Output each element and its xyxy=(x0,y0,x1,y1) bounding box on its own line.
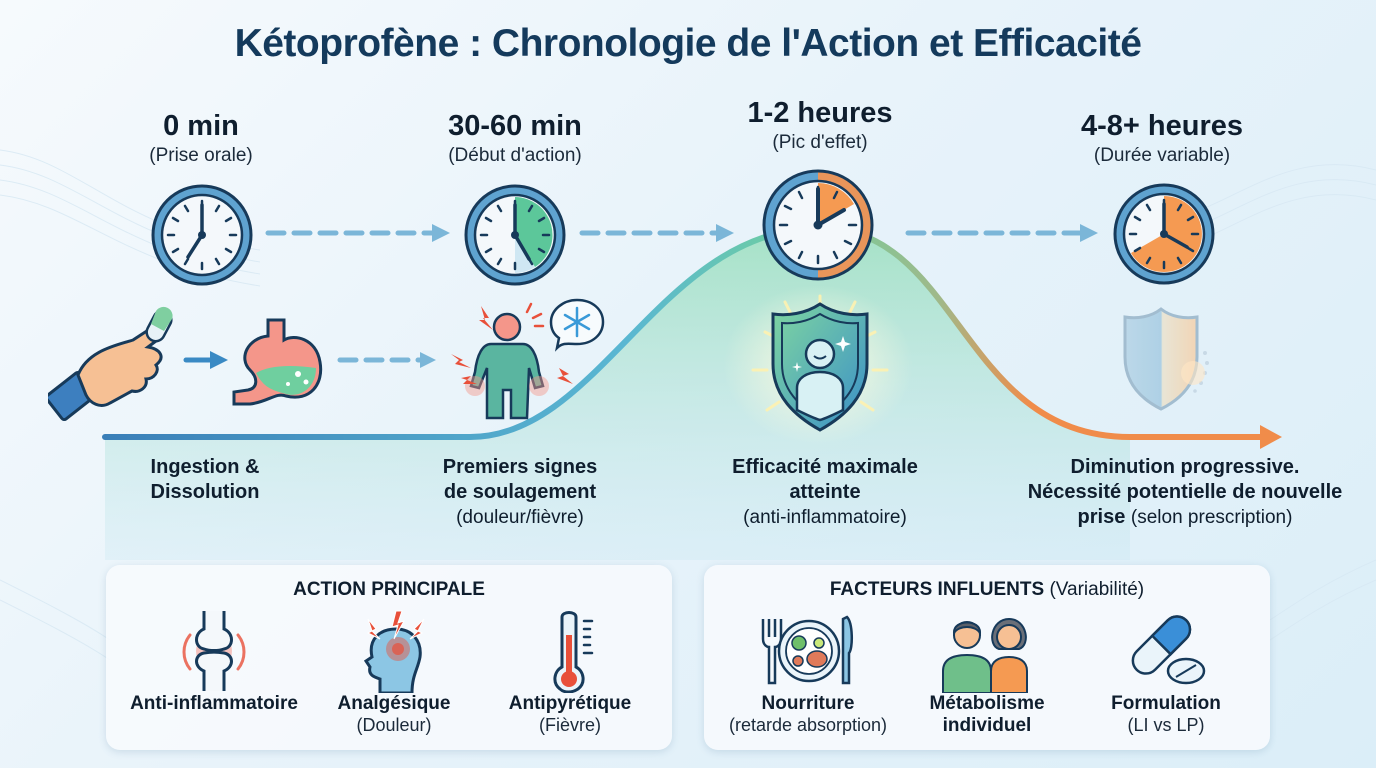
stage-0-caption: Ingestion & Dissolution xyxy=(95,455,315,505)
factor-item-food: Nourriture (retarde absorption) xyxy=(708,609,908,736)
stage-0-subtitle: (Prise orale) xyxy=(149,145,253,166)
clock-3-icon xyxy=(1113,183,1215,285)
stage-0-caption-line-2: Dissolution xyxy=(150,481,260,503)
stage-0-header: 0 min (Prise orale) xyxy=(71,110,331,167)
stage-3-caption-line-2: Nécessité potentielle de nouvelle xyxy=(1027,481,1343,503)
factor-item-sub: (LI vs LP) xyxy=(1127,715,1205,735)
action-item-label: Antipyrétique xyxy=(508,693,632,714)
stage-2-caption-line-2: atteinte xyxy=(789,481,861,503)
action-item-antipyretic: Antipyrétique (Fièvre) xyxy=(470,609,670,736)
head-pain-icon xyxy=(363,610,425,693)
action-panel-title: ACTION PRINCIPALE xyxy=(293,579,485,600)
stage-1-caption-note: (douleur/fièvre) xyxy=(456,507,584,528)
stage-1-subtitle: (Début d'action) xyxy=(448,145,582,166)
dashed-arrows xyxy=(183,224,1098,369)
two-people-icon xyxy=(942,617,1028,693)
stage-3-subtitle: (Durée variable) xyxy=(1093,145,1231,166)
factor-item-formulation: Formulation (LI vs LP) xyxy=(1066,609,1266,736)
clock-1-icon xyxy=(464,184,566,286)
stage-2-subtitle: (Pic d'effet) xyxy=(772,132,868,153)
stage-2-header: 1-2 heures (Pic d'effet) xyxy=(690,97,950,154)
stage-0-time: 0 min xyxy=(163,110,239,142)
fading-shield-icon xyxy=(1123,307,1209,411)
stage-2-caption-line-1: Efficacité maximale xyxy=(732,456,918,478)
clock-0-icon xyxy=(151,184,253,286)
action-item-analgesic: Analgésique (Douleur) xyxy=(294,609,494,736)
stage-3-caption: Diminution progressive. Nécessité potent… xyxy=(1000,455,1370,530)
action-item-anti-inflammatory: Anti-inflammatoire xyxy=(114,609,314,715)
stage-3-caption-note: (selon prescription) xyxy=(1130,507,1293,528)
inflamed-joint-icon xyxy=(182,611,246,691)
stomach-icon xyxy=(232,318,323,406)
action-panel: ACTION PRINCIPALE Anti-inflammatoire Ana… xyxy=(106,565,672,750)
shield-person-glow-icon xyxy=(751,294,889,432)
action-item-sub: (Fièvre) xyxy=(539,715,601,735)
stage-2-time: 1-2 heures xyxy=(747,97,893,129)
person-pain-relief-icon xyxy=(451,298,605,420)
action-item-sub: (Douleur) xyxy=(356,715,432,735)
factors-panel-title-text: FACTEURS INFLUENTS xyxy=(829,579,1045,600)
action-item-label: Anti-inflammatoire xyxy=(130,693,298,714)
stage-1-time: 30-60 min xyxy=(448,110,582,142)
factor-item-sub: (retarde absorption) xyxy=(728,715,888,735)
factors-panel-title: FACTEURS INFLUENTS (Variabilité) xyxy=(704,579,1270,601)
factors-panel-title-note: (Variabilité) xyxy=(1049,579,1145,600)
thermometer-icon xyxy=(553,611,594,693)
stage-1-caption-line-2: de soulagement xyxy=(443,481,597,503)
stage-2-caption-note: (anti-inflammatoire) xyxy=(743,507,907,528)
stage-3-header: 4-8+ heures (Durée variable) xyxy=(1032,110,1292,167)
stage-3-time: 4-8+ heures xyxy=(1080,110,1243,142)
stage-3-caption-bold-tail: prise xyxy=(1077,506,1126,528)
clock-2-icon xyxy=(762,169,874,281)
factor-item-label: Métabolisme xyxy=(929,693,1045,714)
page-title: Kétoprofène : Chronologie de l'Action et… xyxy=(234,22,1142,65)
stage-2-caption: Efficacité maximale atteinte (anti-infla… xyxy=(700,455,950,530)
factor-item-label: Nourriture xyxy=(761,693,855,714)
stage-1-caption: Premiers signes de soulagement (douleur/… xyxy=(400,455,640,530)
plate-fork-knife-icon xyxy=(761,615,853,685)
action-item-label: Analgésique xyxy=(337,693,451,714)
capsule-tablet-icon xyxy=(1131,615,1206,685)
factor-item-label: Formulation xyxy=(1111,693,1221,714)
factors-panel: FACTEURS INFLUENTS (Variabilité) Nourrit… xyxy=(704,565,1270,750)
stage-1-header: 30-60 min (Début d'action) xyxy=(385,110,645,167)
stage-1-caption-line-1: Premiers signes xyxy=(442,456,598,478)
factor-item-metabolism: Métabolisme individuel xyxy=(887,609,1087,737)
stage-3-caption-line-1: Diminution progressive. xyxy=(1070,456,1300,478)
stage-0-caption-line-1: Ingestion & xyxy=(150,456,260,478)
hand-pill-icon xyxy=(48,306,173,422)
factor-item-sub: individuel xyxy=(942,715,1032,736)
